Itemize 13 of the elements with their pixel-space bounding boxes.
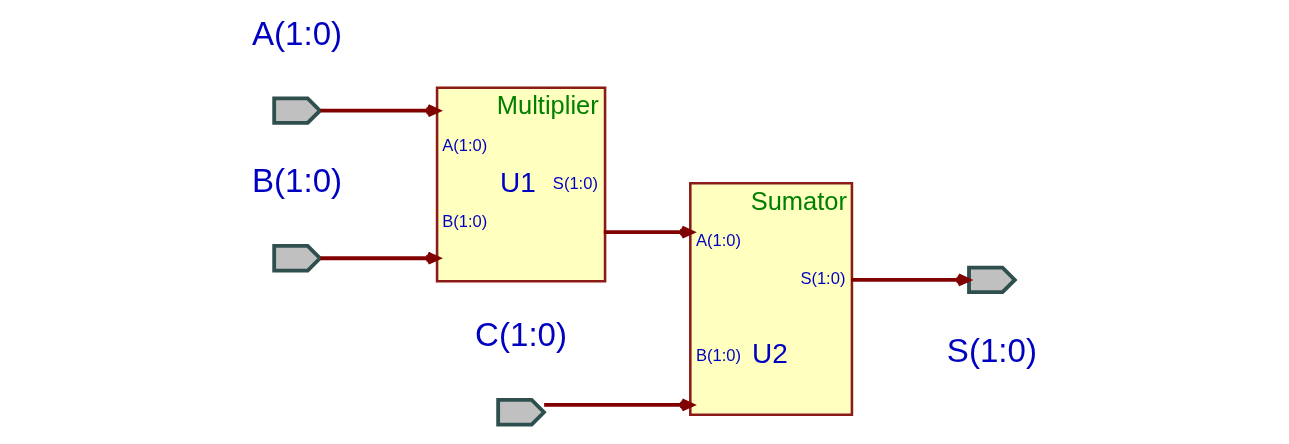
node-label: A(1:0) (252, 14, 343, 52)
arrow (320, 251, 441, 265)
node-label: B(1:0) (252, 162, 343, 200)
node-pentagon (272, 244, 323, 273)
arrow (320, 104, 441, 118)
arrow (603, 225, 695, 239)
node-pentagon (967, 265, 1018, 295)
node-pentagon (496, 398, 547, 427)
node-label: C(1:0) (475, 316, 568, 354)
arrow (544, 398, 695, 412)
arrow (851, 273, 971, 287)
node-label: S(1:0) (946, 331, 1037, 369)
node-pentagon (272, 96, 323, 125)
